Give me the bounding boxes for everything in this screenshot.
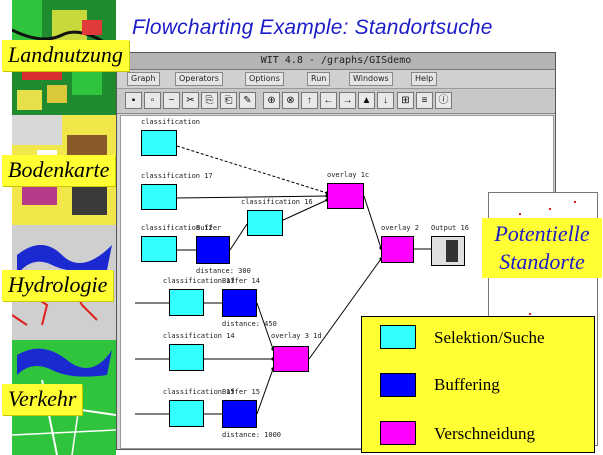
classification-node[interactable]	[141, 130, 177, 156]
up-arrow-icon[interactable]: ↑	[301, 92, 318, 109]
result-label: Potentielle Standorte	[482, 218, 602, 278]
node-label-classification-15: classification 15	[163, 388, 235, 396]
left-arrow-icon[interactable]: ←	[320, 92, 337, 109]
node-label-classification-13: classification 13	[163, 277, 235, 285]
menu-windows[interactable]: Windows	[349, 72, 393, 86]
legend-swatch-buffering	[380, 373, 416, 397]
result-label-line2: Standorte	[499, 249, 585, 274]
node-tool-icon[interactable]: ▫	[144, 92, 161, 109]
classification-17-node[interactable]	[141, 184, 177, 210]
classification-15-node[interactable]	[169, 400, 204, 427]
layer-label-landnutzung: Landnutzung	[2, 40, 129, 71]
overlay-2-node[interactable]	[381, 236, 414, 263]
buffer-14-node[interactable]	[222, 289, 257, 317]
classification-12-node[interactable]	[141, 236, 177, 262]
layer-label-bodenkarte: Bodenkarte	[2, 155, 116, 186]
node-label-classification: classification	[141, 118, 201, 126]
node-label-classification-14: classification 14	[163, 332, 235, 340]
overlay-3-node[interactable]	[273, 346, 309, 372]
menu-run[interactable]: Run	[307, 72, 331, 86]
menu-bar: Graph Operators Options Run Windows Help	[117, 70, 555, 89]
output-monitor-icon	[446, 240, 458, 262]
legend-swatch-intersection	[380, 421, 416, 445]
copy-tool-icon[interactable]: ⎘	[201, 92, 218, 109]
classification-14-node[interactable]	[169, 344, 204, 371]
zoom-tool-icon[interactable]: ⊕	[263, 92, 280, 109]
node-sub-buffer-distance: distance: 300	[196, 267, 251, 275]
node-label-classification-17: classification 17	[141, 172, 213, 180]
edit-tool-icon[interactable]: ✎	[239, 92, 256, 109]
overlay-1c-node[interactable]	[327, 183, 364, 209]
slide-title: Flowcharting Example: Standortsuche	[132, 16, 493, 39]
stop-tool-icon[interactable]: ⊗	[282, 92, 299, 109]
paste-tool-icon[interactable]: ⎗	[220, 92, 237, 109]
right-arrow-icon[interactable]: →	[339, 92, 356, 109]
output-node[interactable]	[431, 236, 465, 266]
flow-connectors	[135, 145, 431, 415]
node-label-classification-16: classification 16	[241, 198, 313, 206]
node-label-buffer: Buffer	[196, 224, 222, 232]
result-label-line1: Potentielle	[494, 221, 590, 246]
buffer-node[interactable]	[196, 236, 230, 264]
menu-operators[interactable]: Operators	[175, 72, 223, 86]
layer-label-verkehr: Verkehr	[2, 384, 83, 415]
menu-graph[interactable]: Graph	[127, 72, 160, 86]
node-label-classification-12: classification 12	[141, 224, 213, 232]
node-label-output: Output 16	[431, 224, 469, 232]
node-label-buffer-14: Buffer 14	[222, 277, 260, 285]
node-label-overlay-3: overlay 3 1d	[271, 332, 322, 340]
node-label-overlay-2: overlay 2	[381, 224, 419, 232]
classification-16-node[interactable]	[247, 210, 283, 236]
classification-13-node[interactable]	[169, 289, 204, 316]
window-titlebar: WIT 4.8 - /graphs/GISdemo	[117, 53, 555, 70]
select-tool-icon[interactable]: ▪	[125, 92, 142, 109]
node-label-buffer-15: Buffer 15	[222, 388, 260, 396]
cut-tool-icon[interactable]: ✂	[182, 92, 199, 109]
grid-tool-icon[interactable]: ⊞	[397, 92, 414, 109]
toolbar: ▪ ▫ ~ ✂ ⎘ ⎗ ✎ ⊕ ⊗ ↑ ← → ▲ ↓ ⊞ ≡ ⓘ	[117, 89, 555, 114]
node-sub-buffer-14-distance: distance: 450	[222, 320, 277, 328]
align-tool-icon[interactable]: ≡	[416, 92, 433, 109]
link-tool-icon[interactable]: ~	[163, 92, 180, 109]
node-label-overlay-1c: overlay 1c	[327, 171, 370, 179]
up-step-icon[interactable]: ▲	[358, 92, 375, 109]
legend-label-buffering: Buffering	[434, 375, 500, 394]
down-arrow-icon[interactable]: ↓	[377, 92, 394, 109]
legend-label-intersection: Verschneidung	[434, 424, 536, 443]
menu-options[interactable]: Options	[245, 72, 284, 86]
info-tool-icon[interactable]: ⓘ	[435, 92, 452, 109]
buffer-15-node[interactable]	[222, 400, 257, 428]
node-sub-buffer-15-distance: distance: 1000	[222, 431, 282, 439]
legend-swatch-selection	[380, 325, 416, 349]
menu-help[interactable]: Help	[411, 72, 438, 86]
legend: Selektion/Suche Buffering Verschneidung	[361, 316, 595, 453]
legend-label-selection: Selektion/Suche	[434, 328, 545, 347]
layer-label-hydrologie: Hydrologie	[2, 270, 114, 301]
